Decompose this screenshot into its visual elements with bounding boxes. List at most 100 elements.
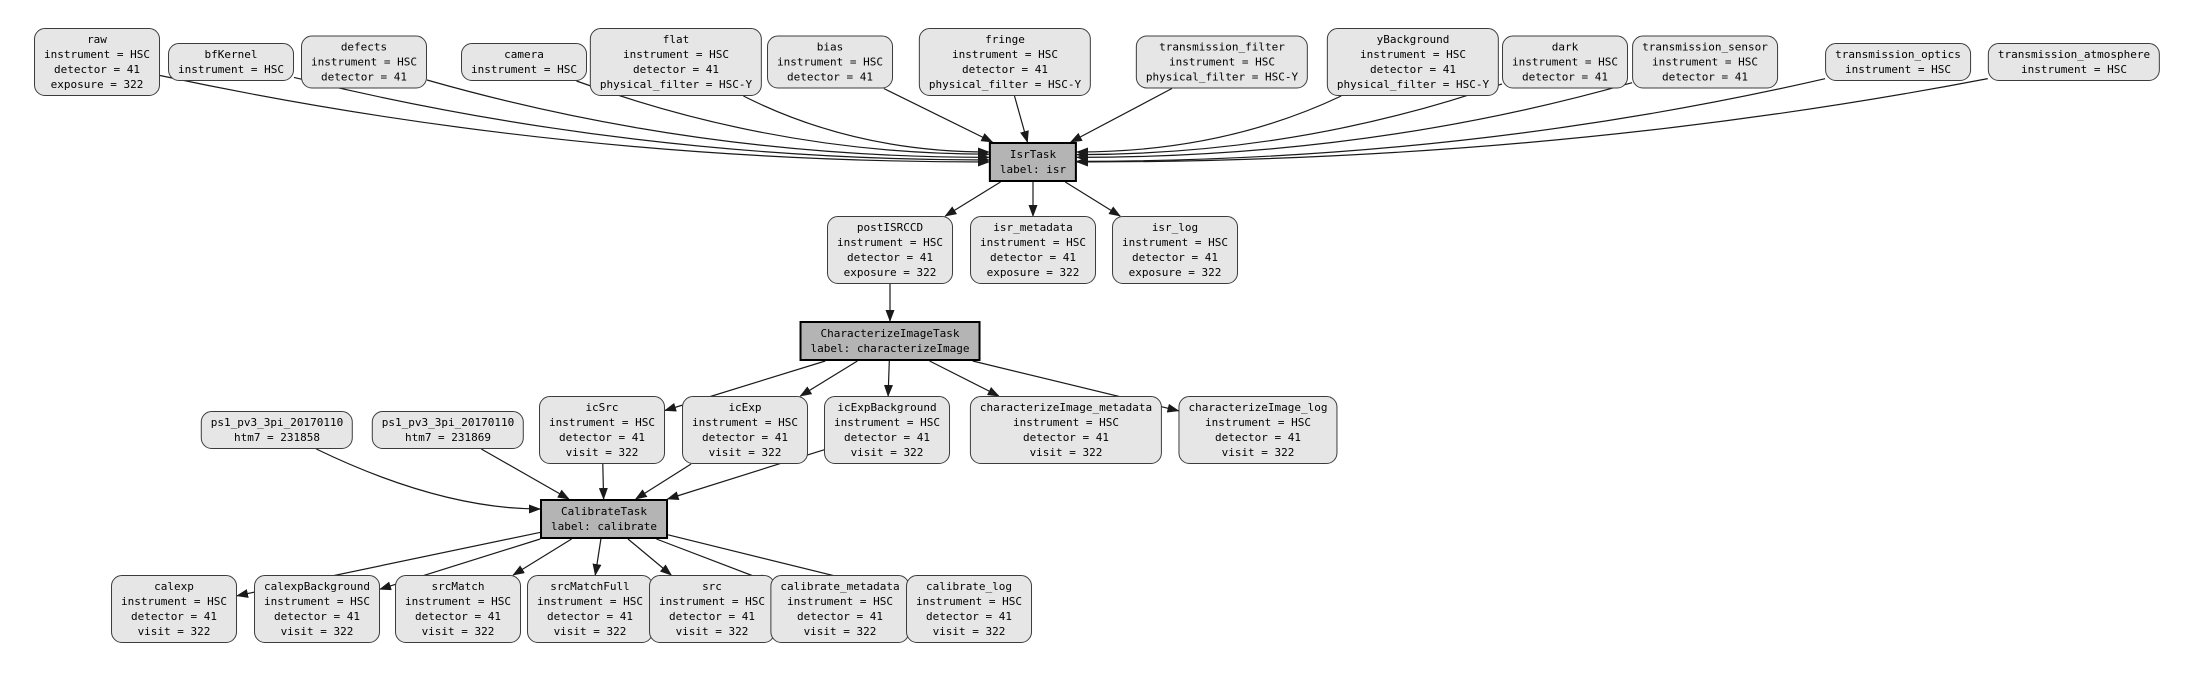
node-postISRCCD: postISRCCD instrument = HSC detector = 4… — [827, 216, 953, 284]
node-attr: detector = 41 — [846, 251, 934, 264]
node-icSrc: icSrc instrument = HSC detector = 41 vis… — [539, 396, 665, 464]
node-attr: visit = 322 — [137, 625, 211, 638]
node-attr: detector = 41 — [701, 431, 789, 444]
node-title: calibrate_log — [925, 580, 1013, 593]
node-attr: detector = 41 — [632, 63, 720, 76]
node-title: camera — [504, 48, 544, 61]
node-attr: physical_filter = HSC-Y — [1145, 70, 1299, 84]
node-title: isr_metadata — [993, 221, 1073, 234]
edge-characterizeImageTask-to-icExpBackground — [883, 360, 893, 397]
node-attr: visit = 322 — [850, 446, 924, 459]
node-attr: visit = 322 — [280, 625, 354, 638]
node-attr: detector = 41 — [1369, 63, 1457, 76]
node-dark: dark instrument = HSC detector = 41 — [1502, 35, 1628, 89]
node-calibrate-log: calibrate_log instrument = HSC detector … — [906, 575, 1032, 643]
edge-ps1a-to-calibrateTask — [316, 448, 541, 514]
node-attr: detector = 41 — [1022, 431, 1110, 444]
node-srcMatch: srcMatch instrument = HSC detector = 41 … — [395, 575, 521, 643]
node-calexp: calexp instrument = HSC detector = 41 vi… — [111, 575, 237, 643]
node-attr: visit = 322 — [1221, 446, 1295, 459]
edge-characterizeImageTask-to-characterizeImage_metadata — [929, 360, 1000, 397]
node-attr: instrument = HSC — [834, 416, 940, 429]
node-transmission-filter: transmission_filter instrument = HSC phy… — [1135, 35, 1309, 89]
node-attr: detector = 41 — [796, 610, 884, 623]
edge-transmission_filter-to-isrTask — [1069, 87, 1173, 143]
node-attr: instrument = HSC — [787, 595, 893, 608]
node-title: transmission_optics — [1835, 48, 1961, 61]
node-attr: physical_filter = HSC-Y — [599, 78, 753, 91]
node-title: src — [702, 580, 722, 593]
node-title: postISRCCD — [856, 221, 924, 234]
node-characterizeImage-metadata: characterizeImage_metadata instrument = … — [969, 396, 1163, 464]
node-title: CalibrateTask — [560, 505, 648, 518]
node-attr: detector = 41 — [1131, 251, 1219, 264]
edge-bias-to-isrTask — [883, 87, 994, 143]
node-attr: detector = 41 — [989, 251, 1077, 264]
node-attr: detector = 41 — [1661, 70, 1749, 84]
node-title: bfKernel — [204, 48, 258, 61]
node-yBackground: yBackground instrument = HSC detector = … — [1326, 28, 1500, 96]
node-raw: raw instrument = HSC detector = 41 expos… — [34, 28, 160, 96]
node-attr: instrument = HSC — [980, 236, 1086, 249]
node-fringe: fringe instrument = HSC detector = 41 ph… — [918, 28, 1092, 96]
edge-bfKernel-to-isrTask — [293, 76, 990, 165]
node-attr: detector = 41 — [414, 610, 502, 623]
node-attr: htm7 = 231858 — [233, 431, 321, 444]
node-attr: exposure = 322 — [843, 266, 937, 279]
node-title: defects — [340, 40, 388, 54]
node-icExp: icExp instrument = HSC detector = 41 vis… — [682, 396, 808, 464]
node-calibrate-task: CalibrateTask label: calibrate — [540, 499, 668, 539]
node-bias: bias instrument = HSC detector = 41 — [767, 35, 893, 89]
node-attr: instrument = HSC — [405, 595, 511, 608]
node-title: calexpBackground — [264, 580, 370, 593]
node-isr-log: isr_log instrument = HSC detector = 41 e… — [1112, 216, 1238, 284]
node-attr: instrument = HSC — [264, 595, 370, 608]
node-attr: htm7 = 231869 — [404, 431, 492, 444]
node-attr: visit = 322 — [708, 446, 782, 459]
node-attr: detector = 41 — [53, 63, 141, 76]
node-isr-metadata: isr_metadata instrument = HSC detector =… — [970, 216, 1096, 284]
node-attr: visit = 322 — [553, 625, 627, 638]
node-attr: instrument = HSC — [471, 63, 577, 76]
node-attr: instrument = HSC — [1169, 55, 1275, 69]
node-attr: instrument = HSC — [1205, 416, 1311, 429]
edge-transmission_atmosphere-to-isrTask — [1076, 78, 1988, 167]
node-calibrate-metadata: calibrate_metadata instrument = HSC dete… — [770, 575, 910, 643]
node-attr: visit = 322 — [1029, 446, 1103, 459]
node-title: srcMatch — [431, 580, 485, 593]
edge-icExp-to-calibrateTask — [634, 463, 692, 500]
node-attr: instrument = HSC — [837, 236, 943, 249]
node-src: src instrument = HSC detector = 41 visit… — [649, 575, 775, 643]
node-camera: camera instrument = HSC — [461, 43, 587, 81]
node-title: ps1_pv3_3pi_20170110 — [381, 416, 515, 429]
edge-calibrateTask-to-srcMatchFull — [592, 538, 602, 576]
node-attr: instrument = HSC — [777, 55, 883, 69]
node-title: raw — [87, 33, 107, 46]
node-attr: label: isr — [999, 163, 1067, 176]
node-attr: instrument = HSC — [2021, 63, 2127, 76]
node-attr: detector = 41 — [1521, 70, 1609, 84]
edge-isrTask-to-postISRCCD — [944, 181, 1001, 217]
node-title: yBackground — [1376, 33, 1450, 46]
node-title: transmission_filter — [1159, 40, 1285, 54]
node-attr: detector = 41 — [273, 610, 361, 623]
node-attr: detector = 41 — [925, 610, 1013, 623]
node-attr: detector = 41 — [961, 63, 1049, 76]
edge-calibrateTask-to-src — [627, 538, 672, 576]
edge-fringe-to-isrTask — [1013, 95, 1029, 143]
node-attr: detector = 41 — [843, 431, 931, 444]
node-title: transmission_sensor — [1642, 40, 1768, 54]
edge-characterizeImageTask-to-icExp — [799, 360, 858, 397]
node-attr: instrument = HSC — [1652, 55, 1758, 69]
node-attr: exposure = 322 — [1128, 266, 1222, 279]
node-attr: label: calibrate — [551, 520, 657, 533]
node-isr-task: IsrTask label: isr — [988, 142, 1078, 182]
edge-flat-to-isrTask — [743, 95, 990, 157]
node-attr: instrument = HSC — [1360, 48, 1466, 61]
node-attr: instrument = HSC — [44, 48, 150, 61]
node-attr: instrument = HSC — [1013, 416, 1119, 429]
node-attr: instrument = HSC — [537, 595, 643, 608]
node-attr: instrument = HSC — [1512, 55, 1618, 69]
node-title: flat — [662, 33, 690, 46]
edge-isrTask-to-isr_log — [1064, 181, 1121, 217]
